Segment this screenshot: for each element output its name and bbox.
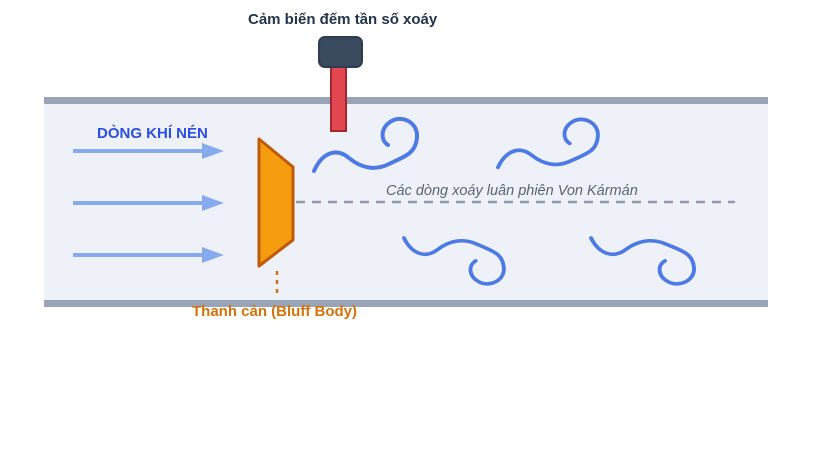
flow-label: DÒNG KHÍ NÉN bbox=[97, 125, 208, 142]
sensor-head-icon bbox=[318, 36, 363, 68]
pipe-wall-bottom bbox=[44, 300, 768, 307]
bluff-body-label: Thanh cản (Bluff Body) bbox=[192, 303, 357, 320]
vortex-street-label: Các dòng xoáy luân phiên Von Kármán bbox=[386, 183, 638, 199]
pipe-wall-top bbox=[44, 97, 768, 104]
sensor-title-label: Cảm biến đếm tần số xoáy bbox=[248, 11, 438, 28]
